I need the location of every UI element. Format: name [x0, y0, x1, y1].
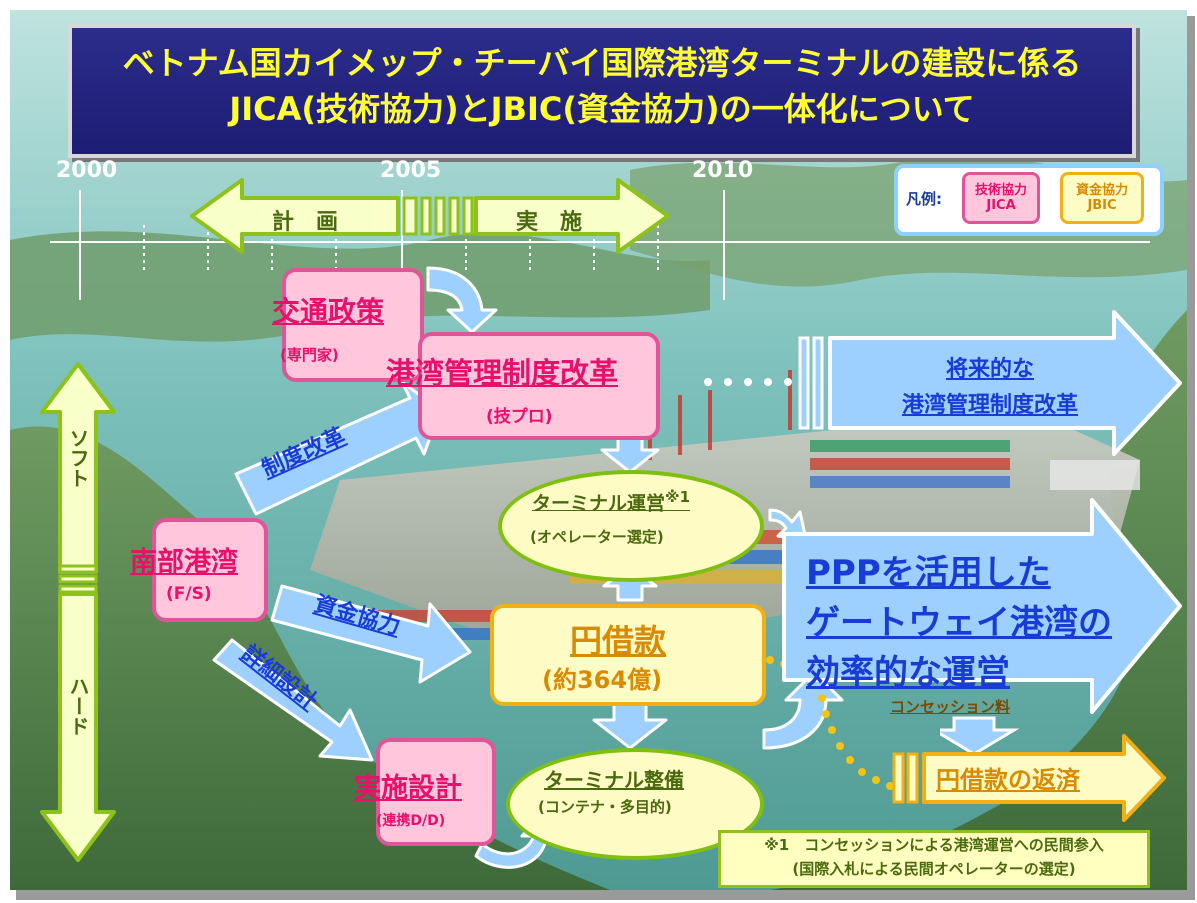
title-banner: ベトナム国カイメップ・チーバイ国際港湾ターミナルの建設に係る JICA(技術協力… [68, 24, 1136, 158]
footnote-line-2: (国際入札による民間オペレーターの選定) [792, 860, 1076, 878]
transport-policy-label: 交通政策 [272, 295, 385, 328]
hard-label: ハード [66, 676, 90, 736]
legend-jbic-line-1: 資金協力 [1075, 183, 1128, 198]
future-reform-line-1: 将来的な [945, 357, 1034, 382]
future-reform-text: 将来的な 港湾管理制度改革 [860, 352, 1120, 424]
financial-coop-arrow [270, 584, 472, 684]
implementation-label: 実 施 [516, 210, 583, 235]
curved-arrow [426, 266, 498, 334]
yen-loan-box [490, 604, 766, 706]
detailed-design-arrow [212, 638, 374, 762]
terminal-operation-label: ターミナル運営※1 [532, 488, 690, 515]
yen-loan-amount: (約364億) [542, 666, 663, 694]
soft-label: ソフト [66, 428, 90, 488]
tech-project-label: (技プロ) [486, 407, 553, 427]
ppp-arrow [782, 498, 1182, 714]
southern-port-label: 南部港湾 [130, 547, 238, 578]
future-reform-line-2: 港湾管理制度改革 [901, 393, 1078, 418]
repayment-label: 円借款の返済 [936, 766, 1080, 794]
legend-jica-line-1: 技術協力 [974, 183, 1027, 198]
legend-jica-line-2: JICA [986, 198, 1016, 213]
ppp-line-1: PPPを活用した [806, 553, 1051, 593]
yen-loan-label: 円借款 [570, 622, 667, 660]
concession-fee-label: コンセッション料 [890, 698, 1011, 716]
legend-jica: 技術協力 JICA [962, 172, 1040, 224]
operator-selection-label: (オペレーター選定) [530, 528, 664, 546]
soft-hard-arrow [40, 362, 116, 862]
down-arrow [592, 698, 668, 750]
future-reform-arrow [798, 310, 1182, 456]
flow-arrows [212, 266, 894, 869]
fs-label: (F/S) [166, 584, 212, 604]
transport-policy-box [282, 268, 424, 382]
legend: 凡例: 技術協力 JICA 資金協力 JBIC [894, 164, 1164, 236]
plan-label: 計 画 [272, 210, 339, 235]
year-label: 2000 [56, 158, 118, 183]
year-label: 2010 [692, 158, 754, 183]
title-line-2: JICA(技術協力)とJBIC(資金協力)の一体化について [229, 90, 975, 128]
coop-dd-label: (連携D/D) [376, 813, 446, 829]
expert-label: (専門家) [280, 346, 339, 364]
title-line-1: ベトナム国カイメップ・チーバイ国際港湾ターミナルの建設に係る [122, 44, 1082, 82]
port-reform-box [418, 332, 660, 440]
footnote-box: ※1 コンセッションによる港湾運営への民間参入 (国際入札による民間オペレーター… [718, 830, 1150, 888]
note-mark: ※1 [665, 488, 691, 506]
ppp-line-3: 効率的な運営 [806, 653, 1010, 693]
legend-label: 凡例: [906, 190, 942, 208]
curved-arrow [762, 670, 844, 750]
ppp-text: PPPを活用した ゲートウェイ港湾の 効率的な運営 [806, 548, 1112, 698]
down-arrow [940, 716, 1020, 756]
container-label: (コンテナ・多目的) [538, 798, 672, 816]
repayment-arrow [892, 734, 1166, 822]
impl-design-box [376, 738, 496, 846]
plan-implementation-arrow [190, 178, 670, 254]
terminal-operation-ellipse [498, 470, 764, 582]
impl-design-label: 実施設計 [354, 773, 462, 804]
port-reform-label: 港湾管理制度改革 [386, 356, 619, 390]
southern-port-box [152, 518, 268, 622]
terminal-operation-text: ターミナル運営 [532, 492, 666, 515]
ppp-line-2: ゲートウェイ港湾の [806, 603, 1112, 643]
legend-jbic: 資金協力 JBIC [1060, 172, 1144, 224]
terminal-dev-label: ターミナル整備 [544, 768, 684, 792]
year-label: 2005 [380, 158, 442, 183]
legend-jbic-line-2: JBIC [1087, 198, 1117, 213]
footnote-line-1: ※1 コンセッションによる港湾運営への民間参入 [764, 836, 1104, 854]
slide: ベトナム国カイメップ・チーバイ国際港湾ターミナルの建設に係る JICA(技術協力… [10, 10, 1187, 890]
